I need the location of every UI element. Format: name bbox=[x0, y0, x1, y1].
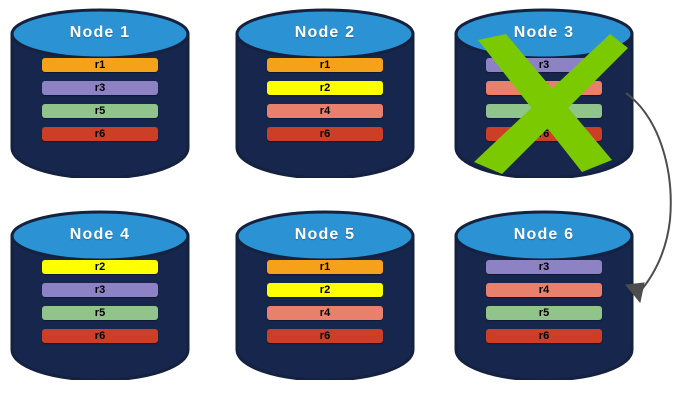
replica-bar[interactable]: r1 bbox=[267, 260, 383, 274]
node-5[interactable]: Node 5 r1 r2 r4 r6 bbox=[233, 208, 417, 380]
replica-bar[interactable]: r6 bbox=[42, 127, 158, 141]
replica-bar[interactable]: r5 bbox=[486, 306, 602, 320]
replica-bar[interactable]: r5 bbox=[42, 104, 158, 118]
replica-bar[interactable]: r4 bbox=[486, 81, 602, 95]
replica-bar[interactable]: r5 bbox=[42, 306, 158, 320]
node-2[interactable]: Node 2 r1 r2 r4 r6 bbox=[233, 6, 417, 178]
replica-bar[interactable]: r3 bbox=[486, 58, 602, 72]
replica-bar[interactable]: r6 bbox=[267, 127, 383, 141]
replica-bar[interactable]: r6 bbox=[267, 329, 383, 343]
recovery-arrow-icon bbox=[625, 92, 672, 304]
replica-bar[interactable]: r6 bbox=[486, 127, 602, 141]
node-5-replica-list: r1 r2 r4 r6 bbox=[267, 260, 383, 352]
replica-bar[interactable]: r1 bbox=[267, 58, 383, 72]
replica-bar[interactable]: r4 bbox=[486, 283, 602, 297]
replica-bar[interactable]: r2 bbox=[267, 283, 383, 297]
node-1[interactable]: Node 1 r1 r3 r5 r6 bbox=[8, 6, 192, 178]
replica-bar[interactable]: r2 bbox=[267, 81, 383, 95]
replica-bar[interactable]: r4 bbox=[267, 104, 383, 118]
node-4-replica-list: r2 r3 r5 r6 bbox=[42, 260, 158, 352]
replica-bar[interactable]: r5 bbox=[486, 104, 602, 118]
replica-bar[interactable]: r2 bbox=[42, 260, 158, 274]
replica-bar[interactable]: r1 bbox=[42, 58, 158, 72]
node-3-replica-list: r3 r4 r5 r6 bbox=[486, 58, 602, 150]
replica-bar[interactable]: r3 bbox=[486, 260, 602, 274]
replica-bar[interactable]: r4 bbox=[267, 306, 383, 320]
replica-bar[interactable]: r6 bbox=[486, 329, 602, 343]
replica-bar[interactable]: r3 bbox=[42, 283, 158, 297]
node-6-replica-list: r3 r4 r5 r6 bbox=[486, 260, 602, 352]
arrow-head bbox=[625, 282, 645, 304]
node-4[interactable]: Node 4 r2 r3 r5 r6 bbox=[8, 208, 192, 380]
node-2-replica-list: r1 r2 r4 r6 bbox=[267, 58, 383, 150]
node-1-replica-list: r1 r3 r5 r6 bbox=[42, 58, 158, 150]
replica-bar[interactable]: r6 bbox=[42, 329, 158, 343]
arrow-curve bbox=[625, 92, 672, 295]
replica-bar[interactable]: r3 bbox=[42, 81, 158, 95]
node-6[interactable]: Node 6 r3 r4 r5 r6 bbox=[452, 208, 636, 380]
